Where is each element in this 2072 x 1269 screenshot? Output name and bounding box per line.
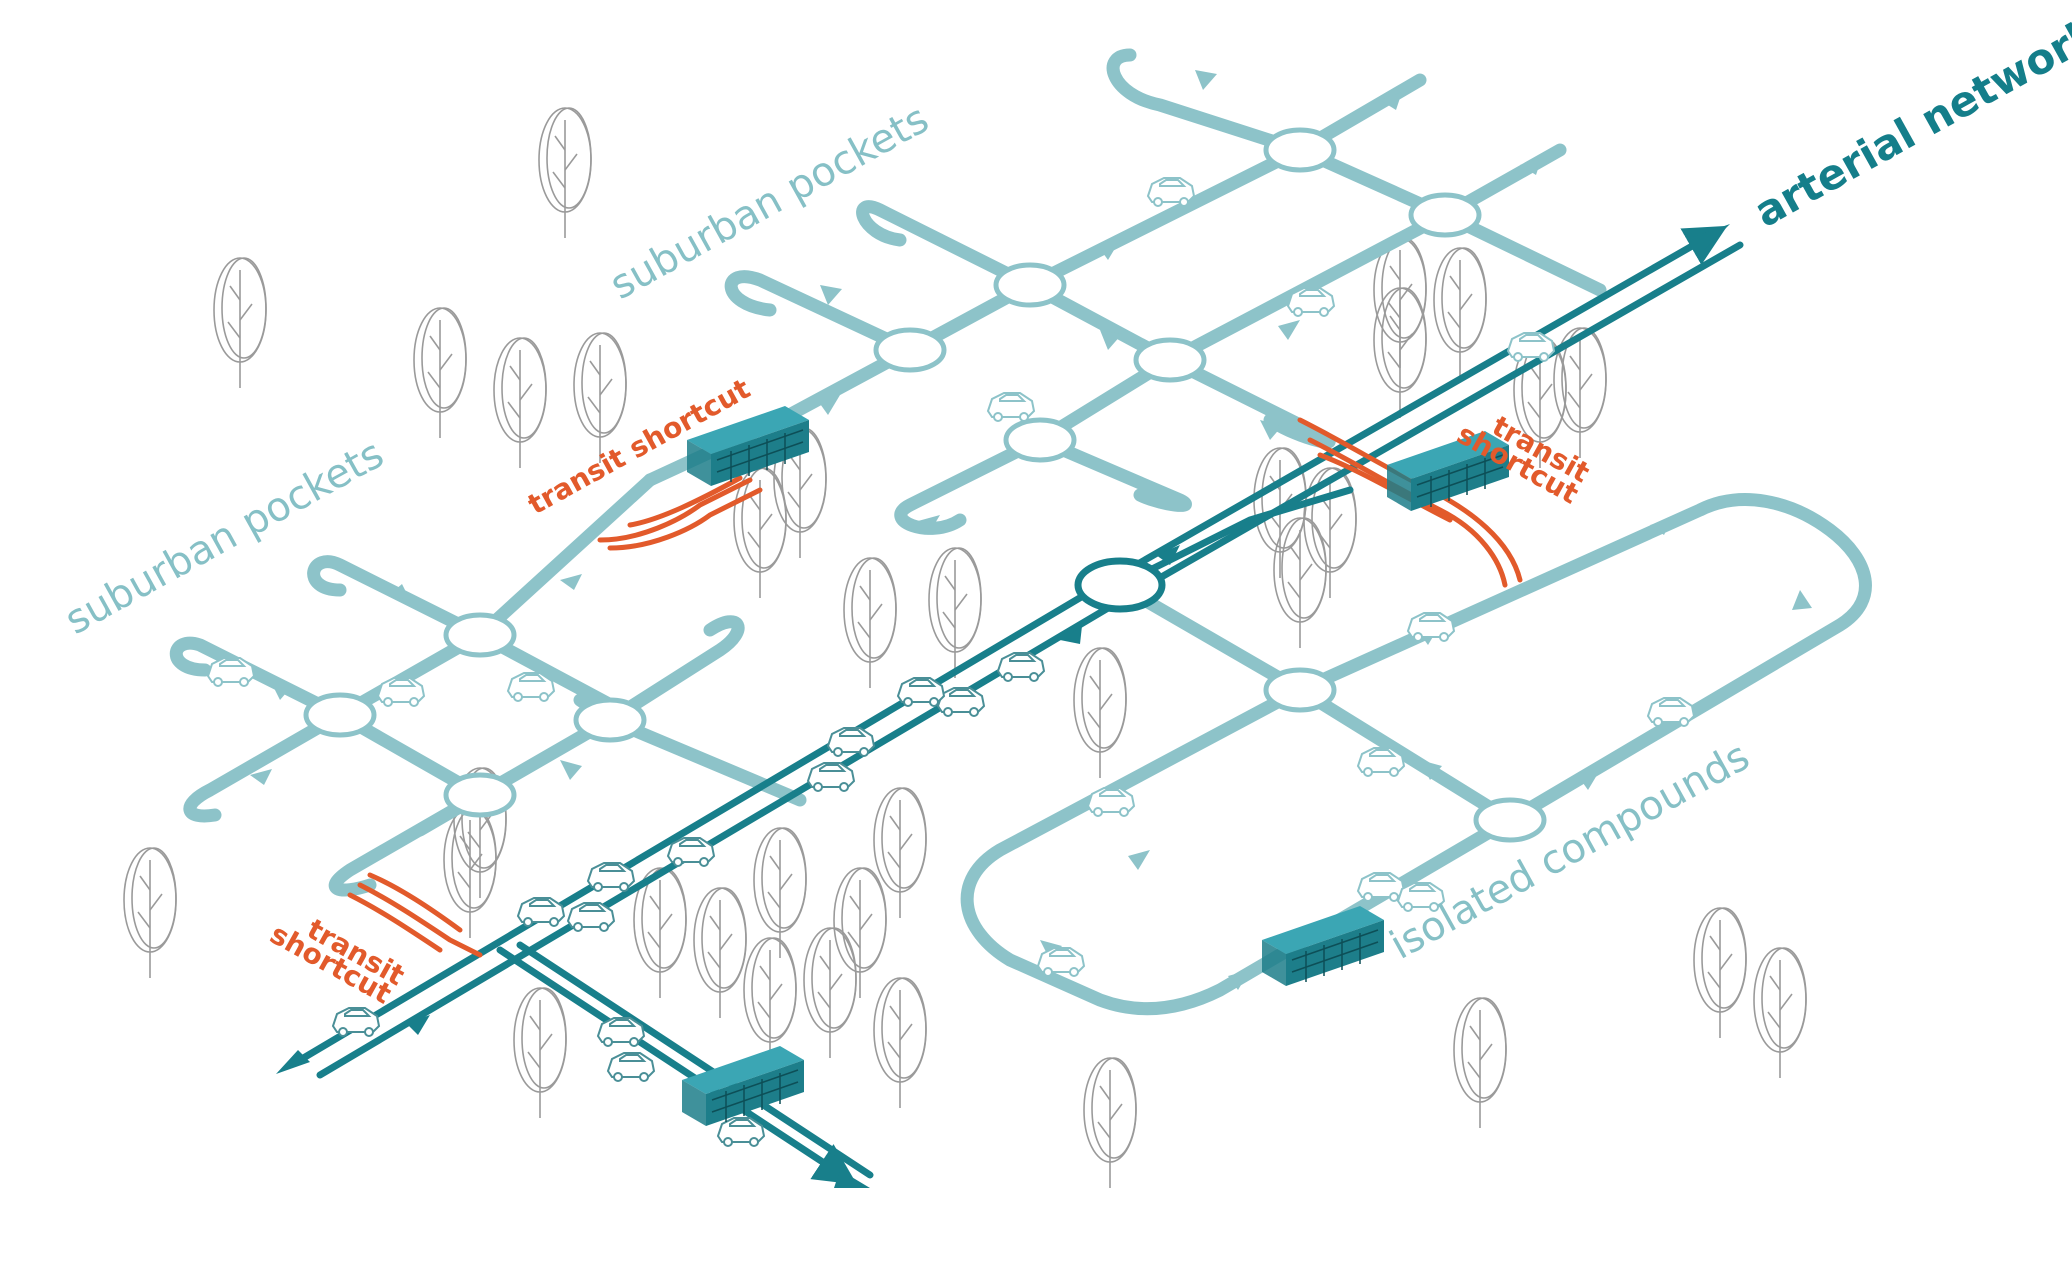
arrow-icon (1278, 320, 1300, 340)
tree-icon (753, 827, 807, 959)
arrow-icon (820, 285, 842, 305)
tree-icon (123, 847, 177, 979)
roundabout-icon (1408, 192, 1482, 238)
arrow-icon (1380, 92, 1402, 110)
arrow-icon (270, 680, 292, 700)
bus-icon (681, 1045, 805, 1127)
car-icon (587, 862, 635, 892)
arrow-icon (1690, 224, 1730, 250)
tree-icon (873, 977, 927, 1109)
roundabout-icon (1074, 557, 1166, 613)
tree-icon (1453, 997, 1507, 1129)
roundabout-icon (443, 612, 517, 658)
tree-icon (803, 927, 857, 1059)
arrow-icon (1420, 760, 1442, 780)
roundabout-icon (993, 262, 1067, 308)
car-icon (207, 657, 255, 687)
arrow-icon (1128, 850, 1150, 870)
tree-icon (743, 937, 797, 1069)
arrow-icon (276, 1050, 310, 1074)
arrow-icon (1792, 590, 1812, 610)
arrow-icon (406, 1015, 430, 1035)
arrow-icon (1520, 157, 1542, 175)
car-icon (607, 1052, 655, 1082)
arrow-icon (918, 515, 940, 535)
arrow-icon (1650, 519, 1672, 535)
label-suburban-pockets-left: suburban pockets (58, 431, 392, 644)
car-icon (332, 1007, 380, 1037)
tree-icon (443, 807, 497, 939)
car-icon (1087, 787, 1135, 817)
tree-icon (493, 337, 547, 469)
car-icon (517, 897, 565, 927)
car-icon (807, 762, 855, 792)
car-icon (987, 392, 1035, 422)
tree-icon (1273, 517, 1327, 649)
arrow-icon (834, 1170, 870, 1188)
car-icon (597, 1017, 645, 1047)
roundabout-icon (1133, 337, 1207, 383)
roundabouts (303, 127, 1547, 843)
tree-icon (413, 307, 467, 439)
arrow-icon (560, 574, 582, 590)
arrow-icon (250, 769, 272, 785)
arrow-icon (1228, 970, 1250, 990)
arrow-icon (1100, 330, 1122, 350)
car-icon (377, 677, 425, 707)
car-icon (1147, 177, 1195, 207)
roundabout-icon (1003, 417, 1077, 463)
car-icon (1357, 747, 1405, 777)
arrow-icon (1156, 545, 1180, 565)
tree-icon (873, 787, 927, 919)
roundabout-icon (303, 692, 377, 738)
roundabout-icon (1263, 127, 1337, 173)
tree-icon (1083, 1057, 1137, 1189)
car-icon (1287, 287, 1335, 317)
tree-icon (1073, 647, 1127, 779)
arrow-icon (1060, 626, 1082, 644)
car-icon (1357, 872, 1405, 902)
label-arterial-network: arterial network (1746, 7, 2072, 237)
arrow-icon (1578, 770, 1600, 790)
roundabout-icon (1473, 797, 1547, 843)
tree-icon (1753, 947, 1807, 1079)
arrow-icon (1195, 70, 1217, 90)
roundabout-icon (873, 327, 947, 373)
tree-icon (513, 987, 567, 1119)
car-icon (897, 677, 945, 707)
roundabout-icon (1263, 667, 1337, 713)
label-suburban-pockets-top: suburban pockets (603, 96, 937, 309)
roundabout-icon (443, 772, 517, 818)
local-road-network (169, 48, 1872, 1016)
tree-icon (538, 107, 592, 239)
car-icon (997, 652, 1045, 682)
car-icon (667, 837, 715, 867)
car-icon (1647, 697, 1695, 727)
car-icon (507, 672, 555, 702)
bus-icon (1261, 905, 1385, 987)
car-icon (567, 902, 615, 932)
arrow-icon (1098, 240, 1120, 260)
tree-icon (1433, 247, 1487, 379)
car-icon (937, 687, 985, 717)
tree-icon (1693, 907, 1747, 1039)
tree-icon (693, 887, 747, 1019)
roundabout-icon (573, 697, 647, 743)
arrow-icon (818, 395, 840, 415)
car-icon (1037, 947, 1085, 977)
arrow-icon (388, 584, 410, 600)
car-icon (717, 1117, 765, 1147)
tree-icon (1373, 287, 1427, 419)
car-icon (1407, 612, 1455, 642)
car-icon (827, 727, 875, 757)
arrow-icon (1260, 420, 1282, 440)
car-icon (1507, 332, 1555, 362)
tree-icon (843, 557, 897, 689)
arrow-icon (560, 760, 582, 780)
tree-icon (213, 257, 267, 389)
